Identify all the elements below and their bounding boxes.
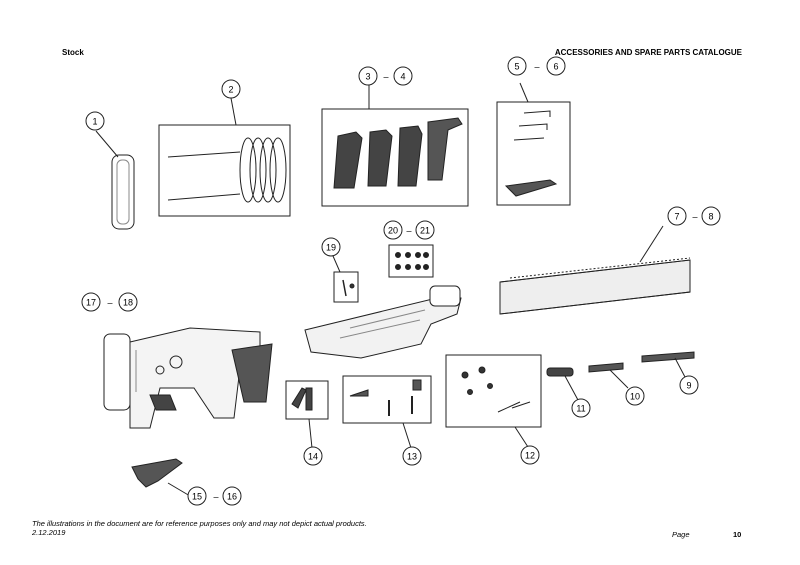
svg-text:17: 17 [86, 298, 96, 308]
callout-17: 17 [81, 292, 101, 312]
svg-text:21: 21 [420, 226, 430, 236]
svg-text:3: 3 [365, 72, 370, 82]
part-tools [496, 82, 571, 206]
svg-text:15: 15 [192, 492, 202, 502]
callout-8: 8 [701, 206, 721, 226]
part-nut-set [388, 244, 434, 278]
callout-15: 15 [187, 486, 207, 506]
part-clip-set [285, 380, 329, 449]
part-screw-19 [332, 255, 359, 303]
callout-dash: – [406, 226, 411, 236]
catalogue-title: ACCESSORIES AND SPARE PARTS CATALOGUE [554, 48, 742, 57]
document-date: 2.12.2019 [32, 528, 66, 537]
callout-9: 9 [679, 375, 699, 395]
part-handguard [499, 225, 691, 315]
callout-21: 21 [415, 220, 435, 240]
callout-2: 2 [221, 79, 241, 99]
callout-dash: – [383, 72, 388, 82]
svg-text:16: 16 [227, 492, 237, 502]
svg-text:13: 13 [407, 452, 417, 462]
part-rail-long [641, 351, 695, 378]
part-grip-insert [131, 458, 191, 497]
svg-text:18: 18 [123, 298, 133, 308]
svg-text:19: 19 [326, 243, 336, 253]
callout-dash: – [692, 212, 697, 222]
callout-11: 11 [571, 398, 591, 418]
callout-12: 12 [520, 445, 540, 465]
callout-20: 20 [383, 220, 403, 240]
svg-text:10: 10 [630, 392, 640, 402]
svg-text:9: 9 [686, 381, 691, 391]
disclaimer-text: The illustrations in the document are fo… [32, 519, 367, 528]
callout-10: 10 [625, 386, 645, 406]
part-receiver [304, 285, 462, 359]
callout-13: 13 [402, 446, 422, 466]
svg-text:8: 8 [708, 212, 713, 222]
callout-dash: – [534, 62, 539, 72]
part-rail-short [588, 362, 629, 389]
callout-4: 4 [393, 66, 413, 86]
page-label: Page [672, 530, 690, 539]
part-hand-stop [546, 367, 579, 401]
callout-1: 1 [85, 111, 105, 131]
part-screw-kit [445, 354, 542, 448]
callout-7: 7 [667, 206, 687, 226]
callout-19: 19 [321, 237, 341, 257]
svg-text:12: 12 [525, 451, 535, 461]
svg-text:14: 14 [308, 452, 318, 462]
section-title: Stock [62, 48, 84, 57]
part-fastener-set [342, 375, 432, 449]
svg-text:11: 11 [576, 404, 585, 414]
svg-text:20: 20 [388, 226, 398, 236]
page-number: 10 [733, 530, 742, 539]
part-pistol-grips [321, 85, 469, 207]
callout-6: 6 [546, 56, 566, 76]
callout-14: 14 [303, 446, 323, 466]
callout-5: 5 [507, 56, 527, 76]
part-stock-assembly [103, 327, 273, 429]
svg-text:4: 4 [400, 72, 405, 82]
callout-dash: – [213, 492, 218, 502]
svg-text:6: 6 [553, 62, 558, 72]
svg-text:7: 7 [674, 212, 679, 222]
callout-3: 3 [358, 66, 378, 86]
part-spacer-kit [158, 97, 291, 217]
svg-text:1: 1 [92, 117, 97, 127]
callout-dash: – [107, 298, 112, 308]
svg-text:2: 2 [228, 85, 233, 95]
callout-18: 18 [118, 292, 138, 312]
part-butt-pad [95, 130, 135, 230]
callout-16: 16 [222, 486, 242, 506]
svg-text:5: 5 [514, 62, 519, 72]
